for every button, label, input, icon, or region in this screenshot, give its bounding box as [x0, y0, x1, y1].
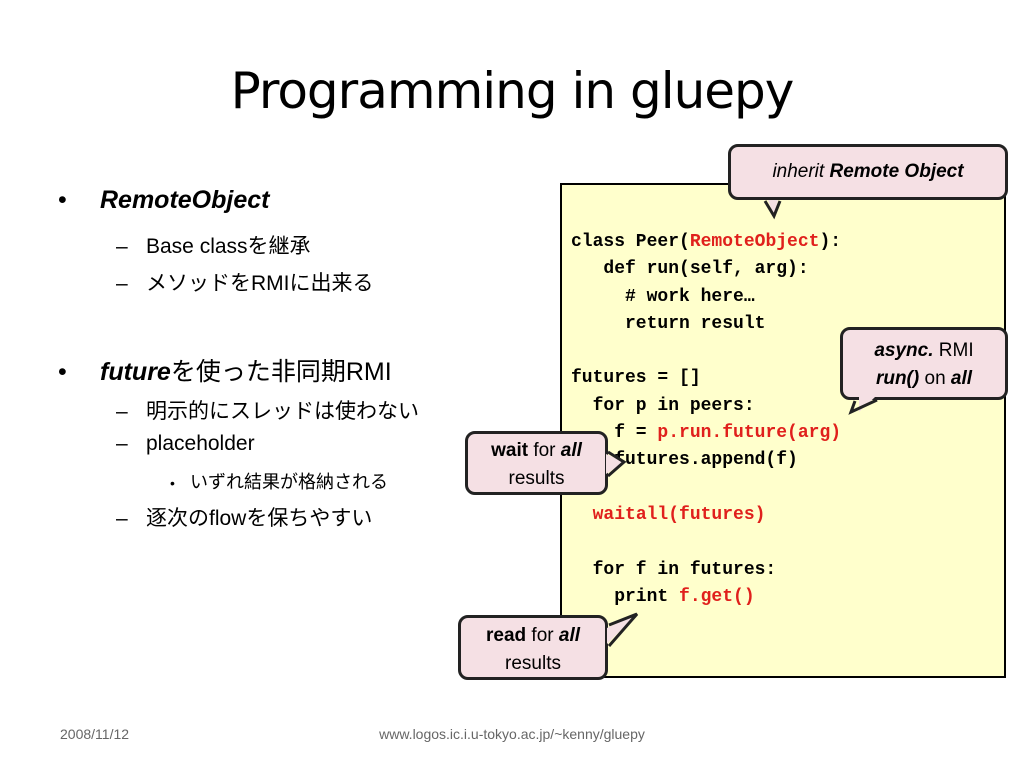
callout-tail — [606, 450, 627, 478]
callout-async-rmi: async. RMI run() on all — [840, 327, 1008, 415]
bullet-remote-object: • RemoteObject — [58, 186, 269, 215]
callout-tail — [763, 200, 782, 220]
sub-bullet-text: Base classを継承 — [146, 235, 311, 258]
code-line: def run(self, arg): — [571, 259, 809, 280]
code-line: f = p.run.future(arg) — [571, 423, 842, 444]
code-line: class Peer(RemoteObject): — [571, 232, 842, 252]
sub-bullet-text: 逐次のflowを保ちやすい — [146, 507, 373, 530]
bullet-dot: • — [58, 358, 67, 386]
callout-wait: wait for all results — [465, 431, 627, 495]
callout-tail — [848, 397, 878, 415]
sub-bullet-placeholder: –placeholder — [116, 432, 255, 455]
code-line: waitall(futures) — [592, 504, 766, 525]
code-line: for f in futures: — [571, 559, 777, 580]
code-box — [560, 183, 1006, 678]
sub-bullet-text: 明示的にスレッドは使わない — [146, 400, 419, 423]
code-line: return result — [571, 313, 766, 334]
code-line: print f.get() — [571, 586, 755, 607]
bullet-future: • futureを使った非同期RMI — [58, 352, 392, 388]
code-line: futures = [] — [571, 368, 701, 389]
bullet-dot: • — [58, 186, 67, 214]
sub-bullet-base-class: –Base classを継承 — [116, 235, 311, 258]
code-block: class Peer(RemoteObject): def run(self, … — [571, 229, 841, 611]
callout-tail — [607, 612, 639, 647]
code-line: for p in peers: — [571, 395, 755, 416]
future-rest-text: を使った非同期RMI — [170, 358, 392, 386]
slide-title: Programming in gluepy — [230, 62, 795, 120]
code-line: # work here… — [571, 286, 755, 307]
footer-date: 2008/11/12 — [60, 726, 130, 742]
future-text: future — [100, 358, 171, 386]
footer-url: www.logos.ic.i.u-tokyo.ac.jp/~kenny/glue… — [379, 726, 645, 742]
sub-sub-bullet-result: •いずれ結果が格納される — [170, 472, 388, 492]
remote-object-text: RemoteObject — [100, 186, 270, 214]
code-line: futures.append(f) — [571, 450, 798, 471]
sub-bullet-text: メソッドをRMIに出来る — [146, 272, 374, 295]
callout-read: read for all results — [458, 612, 639, 680]
sub-sub-bullet-text: いずれ結果が格納される — [190, 472, 388, 492]
sub-bullet-sequential-flow: –逐次のflowを保ちやすい — [116, 507, 373, 530]
callout-inherit: inherit Remote Object — [728, 144, 1008, 220]
sub-bullet-no-threads: –明示的にスレッドは使わない — [116, 400, 419, 423]
sub-bullet-rmi-method: –メソッドをRMIに出来る — [116, 272, 374, 295]
sub-bullet-text: placeholder — [146, 432, 255, 455]
